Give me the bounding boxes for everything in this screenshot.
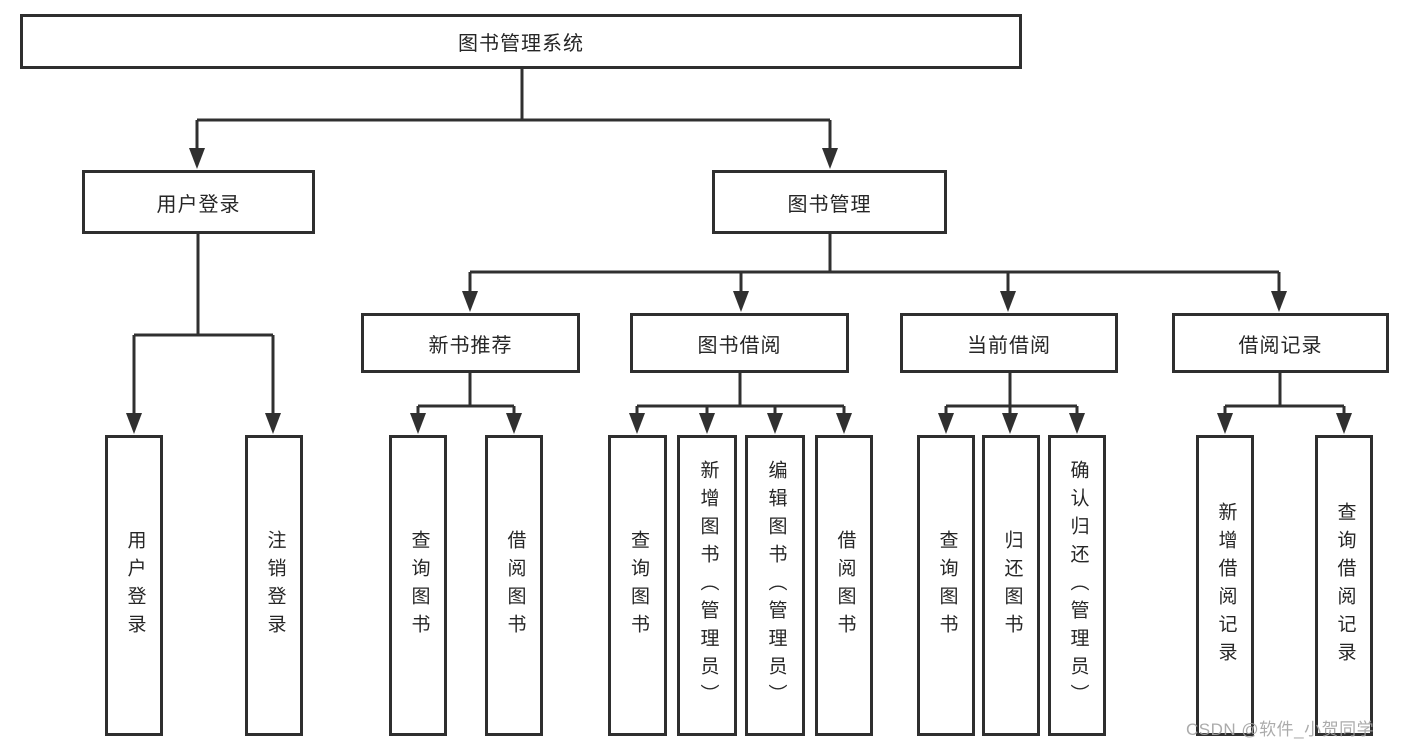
node-borrow-records-label: 借阅记录 — [1238, 334, 1323, 357]
leaf-records-add-record: 新增借阅记录 — [1196, 435, 1254, 736]
node-book-management: 图书管理 — [712, 170, 947, 234]
node-user-login-label: 用户登录 — [156, 193, 241, 216]
node-borrow-records: 借阅记录 — [1172, 313, 1389, 373]
leaf-borrow-add-books-admin-label: 新增图书（管理员） — [697, 459, 719, 712]
leaf-logout-label: 注销登录 — [264, 529, 286, 642]
node-book-borrowing-label: 图书借阅 — [697, 334, 782, 357]
leaf-current-query-books: 查询图书 — [917, 435, 975, 736]
leaf-newbook-query-books-label: 查询图书 — [408, 529, 430, 642]
leaf-current-query-books-label: 查询图书 — [936, 529, 958, 642]
node-new-book-recommend-label: 新书推荐 — [428, 334, 513, 357]
arrowhead-icons — [126, 148, 1352, 434]
leaf-borrow-edit-books-admin-label: 编辑图书（管理员） — [765, 459, 787, 712]
leaf-records-query-record-label: 查询借阅记录 — [1334, 501, 1356, 670]
leaf-current-confirm-return-admin-label: 确认归还（管理员） — [1067, 459, 1089, 712]
leaf-records-add-record-label: 新增借阅记录 — [1215, 501, 1237, 670]
node-new-book-recommend: 新书推荐 — [361, 313, 580, 373]
leaf-borrow-edit-books-admin: 编辑图书（管理员） — [745, 435, 805, 736]
leaf-records-query-record: 查询借阅记录 — [1315, 435, 1373, 736]
leaf-newbook-query-books: 查询图书 — [389, 435, 447, 736]
leaf-borrow-query-books-label: 查询图书 — [627, 529, 649, 642]
node-book-management-label: 图书管理 — [787, 193, 872, 216]
leaf-current-confirm-return-admin: 确认归还（管理员） — [1048, 435, 1106, 736]
leaf-current-return-books-label: 归还图书 — [1001, 529, 1023, 642]
node-book-borrowing: 图书借阅 — [630, 313, 849, 373]
leaf-newbook-borrow-books: 借阅图书 — [485, 435, 543, 736]
leaf-borrow-borrow-books-label: 借阅图书 — [834, 529, 856, 642]
connector-paths — [132, 68, 1346, 417]
node-root-label: 图书管理系统 — [458, 33, 584, 55]
node-user-login: 用户登录 — [82, 170, 315, 234]
leaf-user-login: 用户登录 — [105, 435, 163, 736]
node-current-borrowing: 当前借阅 — [900, 313, 1118, 373]
leaf-user-login-label: 用户登录 — [124, 529, 146, 642]
watermark: CSDN @软件_小贺同学 — [1186, 720, 1375, 739]
leaf-borrow-query-books: 查询图书 — [608, 435, 667, 736]
leaf-current-return-books: 归还图书 — [982, 435, 1040, 736]
leaf-newbook-borrow-books-label: 借阅图书 — [504, 529, 526, 642]
node-current-borrowing-label: 当前借阅 — [967, 334, 1051, 357]
leaf-borrow-add-books-admin: 新增图书（管理员） — [677, 435, 737, 736]
node-root: 图书管理系统 — [20, 14, 1022, 69]
leaf-logout: 注销登录 — [245, 435, 303, 736]
leaf-borrow-borrow-books: 借阅图书 — [815, 435, 873, 736]
